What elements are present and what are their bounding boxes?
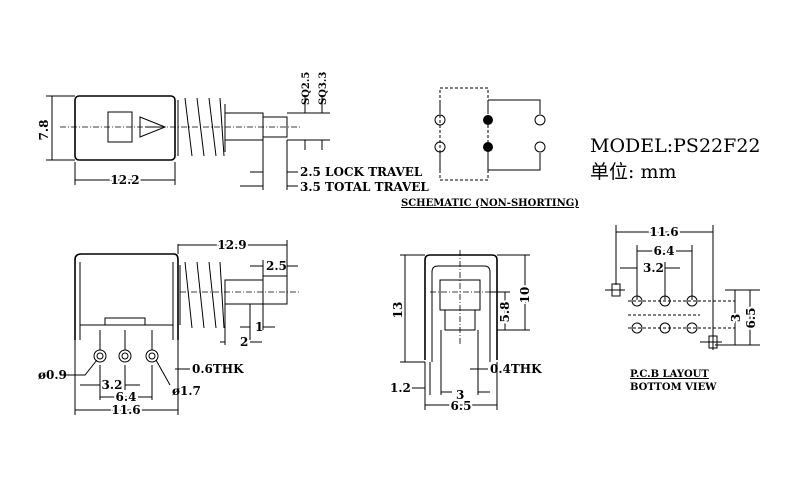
- dim-width: 11.6: [111, 403, 140, 417]
- side-view: 13 10 5.8 0.4THK 1.2 3 6.5: [389, 250, 542, 415]
- dim-length: 12.2: [110, 173, 139, 187]
- schematic: SCHEMATIC (NON-SHORTING): [401, 87, 579, 209]
- dim-side-10: 10: [518, 287, 532, 304]
- dim-thk: 0.6THK: [192, 362, 244, 376]
- dim-side-width: 6.5: [451, 399, 472, 413]
- dim-side-pitch: 3: [456, 388, 464, 402]
- pcb-subtitle: BOTTOM VIEW: [630, 382, 717, 393]
- unit-label: 单位: mm: [590, 161, 676, 183]
- pcb-dim-row: 3: [729, 314, 743, 322]
- top-view: 7.8 12.2 SQ2.5 SQ3.3 2.5 LOCK TRAVEL 3.5…: [37, 72, 429, 194]
- dim-side-height: 13: [391, 302, 405, 319]
- dim-hole: ø0.9: [38, 368, 67, 382]
- pcb-title: P.C.B LAYOUT: [630, 369, 709, 380]
- model-label: MODEL:PS22F22: [590, 135, 761, 157]
- dim-side-thk: 0.4THK: [490, 362, 542, 376]
- pcb-dim-64: 6.4: [654, 244, 675, 258]
- lock-travel: 2.5 LOCK TRAVEL: [300, 165, 423, 179]
- dim-sq33: SQ3.3: [318, 72, 329, 105]
- pcb-dim-32: 3.2: [643, 261, 664, 275]
- dim-side-offset: 1.2: [390, 381, 411, 395]
- dim-plunger: 2.5: [266, 259, 287, 273]
- dim-sq25: SQ2.5: [301, 72, 312, 105]
- dim-pad: ø1.7: [172, 384, 201, 398]
- total-travel: 3.5 TOTAL TRAVEL: [300, 180, 429, 194]
- dim-side-58: 5.8: [498, 302, 512, 323]
- pcb-layout: 11.6 6.4 3.2 3 6.5 P.C.B LAYOUT BOTTOM V…: [605, 223, 760, 393]
- pcb-dim-height: 6.5: [744, 308, 758, 329]
- dim-p2: 6.4: [116, 390, 137, 404]
- dim-2: 2: [240, 335, 248, 349]
- pcb-dim-width: 11.6: [649, 225, 678, 239]
- dim-height: 7.8: [37, 120, 51, 141]
- dim-overall: 12.9: [217, 238, 246, 252]
- dim-p1: 3.2: [102, 378, 123, 392]
- dim-1: 1: [255, 320, 263, 334]
- schematic-label: SCHEMATIC (NON-SHORTING): [401, 198, 579, 209]
- front-view: 12.9 2.5 1 2 ø0.9 0.6THK ø1.7 3.2 6.4 11…: [38, 236, 300, 419]
